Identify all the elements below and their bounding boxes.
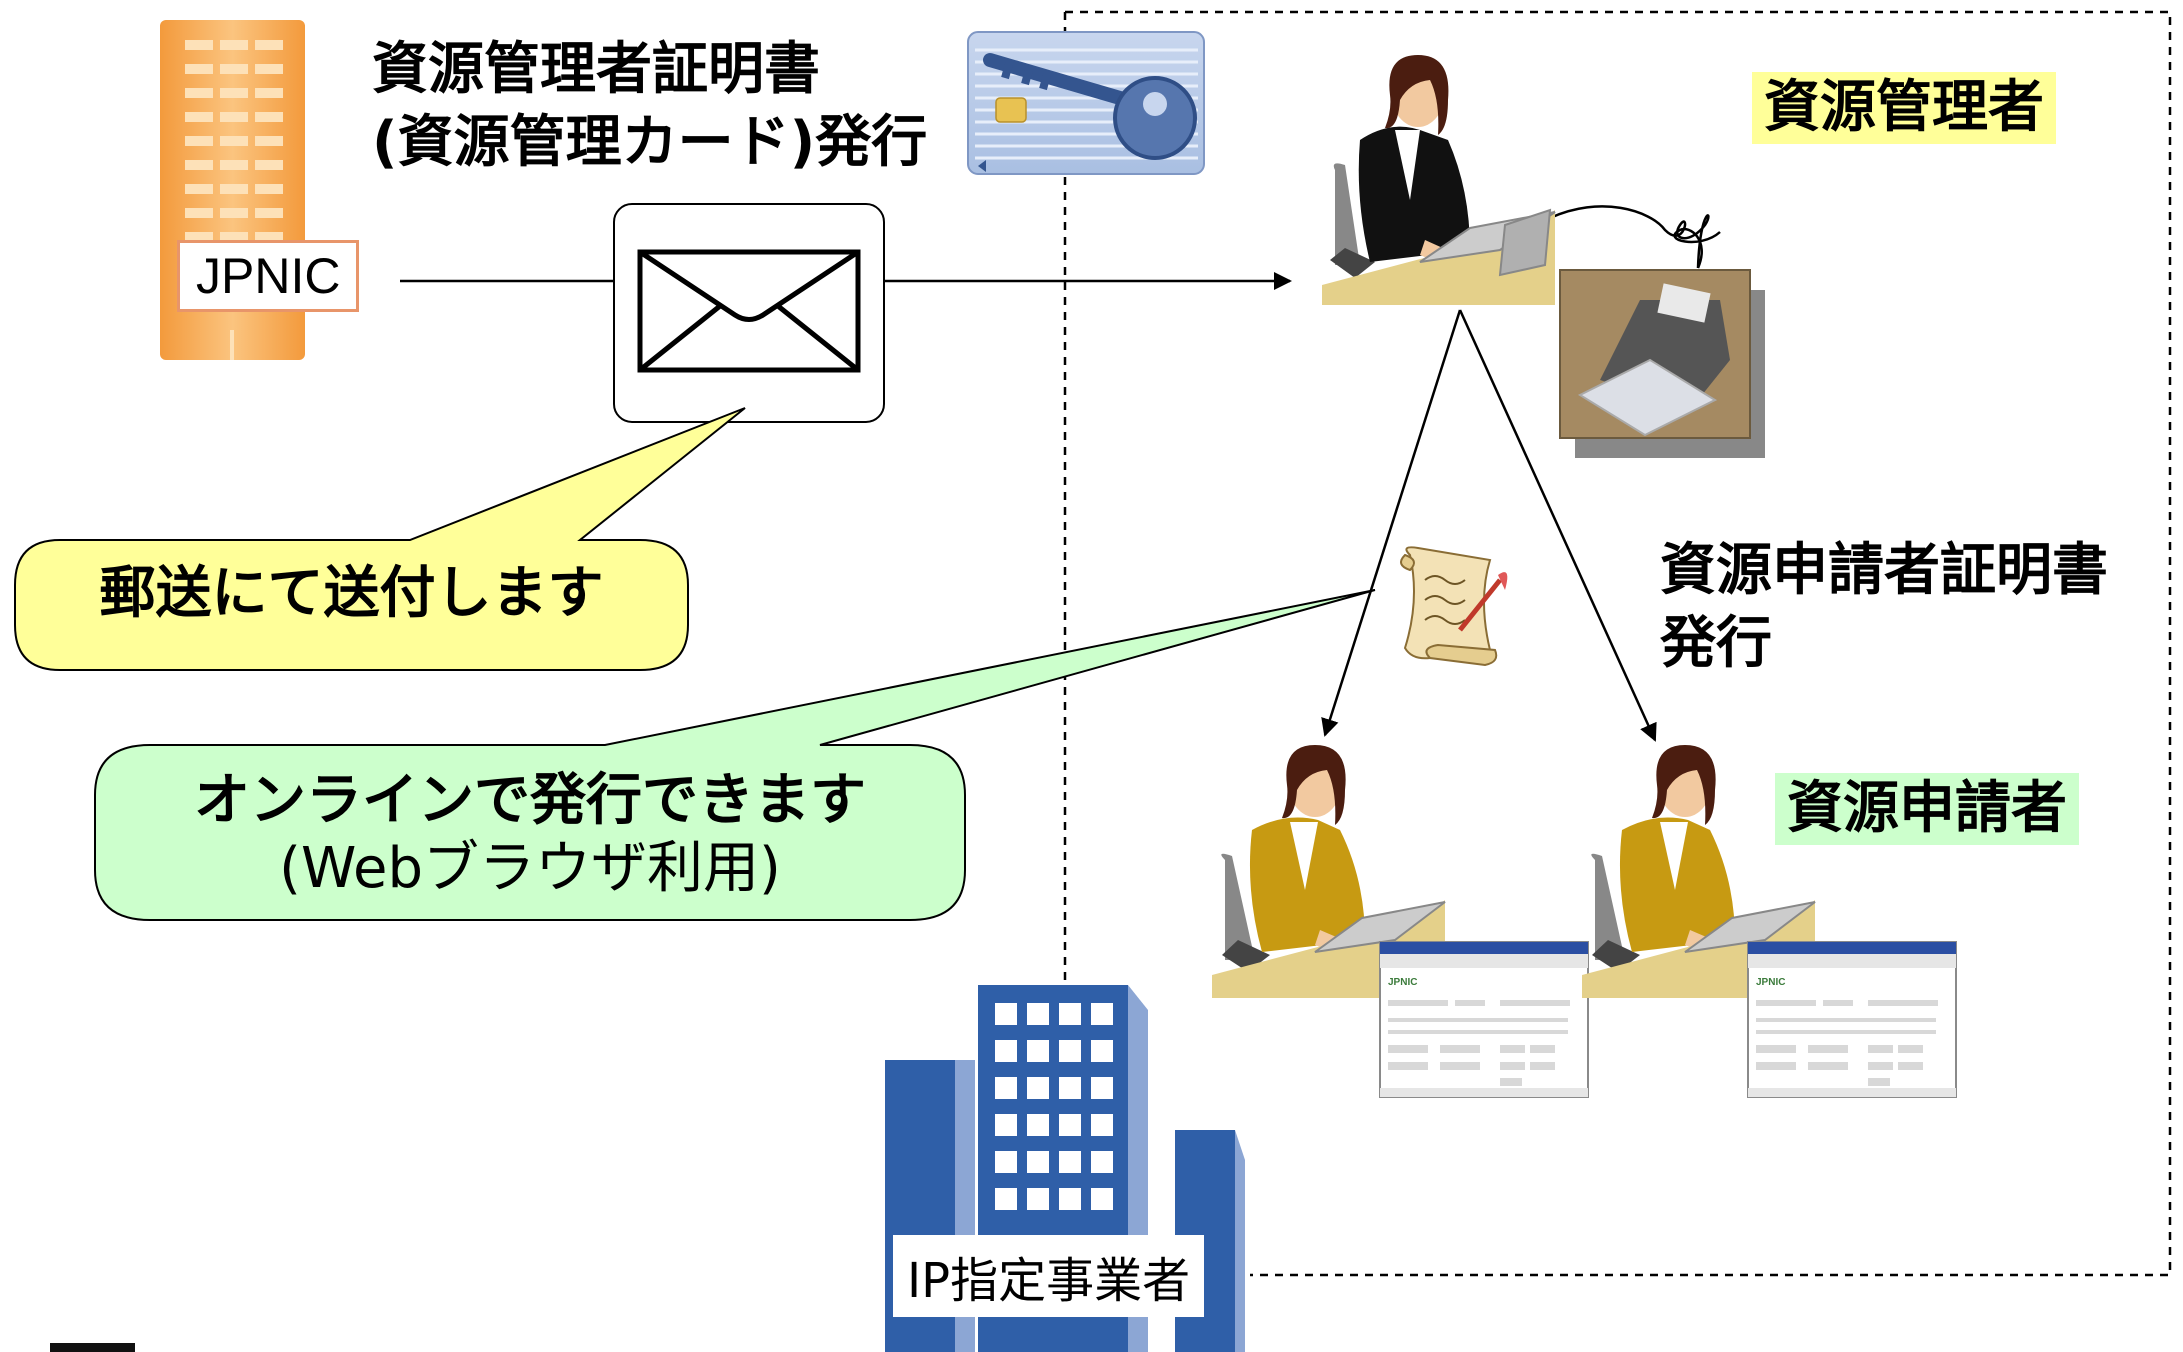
- online-callout-line2: (Webブラウザ利用): [279, 836, 781, 901]
- svg-text:JPNIC: JPNIC: [1756, 977, 1785, 988]
- online-callout-line1: オンラインで発行できます: [194, 768, 866, 833]
- arrow-admin-to-applicant-1: [1321, 309, 1462, 737]
- card-reader-icon: [1559, 227, 1765, 458]
- postal-callout-text: 郵送にて送付します: [99, 561, 604, 626]
- browser-window-icon-2: JPNIC: [1747, 941, 1957, 1098]
- smartcard-key-icon: [967, 31, 1205, 175]
- organization-boundary: [1063, 10, 2172, 1277]
- envelope-icon: [613, 203, 885, 423]
- arrow-admin-to-applicant-2: [1458, 309, 1657, 742]
- lir-label: IP指定事業者: [893, 1235, 1205, 1317]
- applicant-cert-title-line2: 発行: [1660, 611, 1772, 676]
- admin-label: 資源管理者: [1752, 72, 2056, 144]
- online-callout-shape: [94, 589, 1376, 921]
- applicant-cert-title-line1: 資源申請者証明書: [1660, 538, 2108, 603]
- card-reader-cable: [1549, 205, 1710, 269]
- jpnic-label: JPNIC: [177, 240, 360, 312]
- applicant-label: 資源申請者: [1775, 773, 2079, 845]
- card-issue-title-line1: 資源管理者証明書: [372, 37, 820, 102]
- certificate-scroll-icon: [1400, 546, 1508, 667]
- browser-window-icon-1: JPNIC: [1379, 941, 1589, 1098]
- card-issue-title-line2: (資源管理カード)発行: [372, 110, 928, 175]
- admin-person-icon: [1322, 55, 1556, 305]
- postal-callout-shape: [14, 407, 746, 671]
- partial-logo-icon: [50, 1343, 135, 1352]
- svg-text:JPNIC: JPNIC: [1388, 977, 1417, 988]
